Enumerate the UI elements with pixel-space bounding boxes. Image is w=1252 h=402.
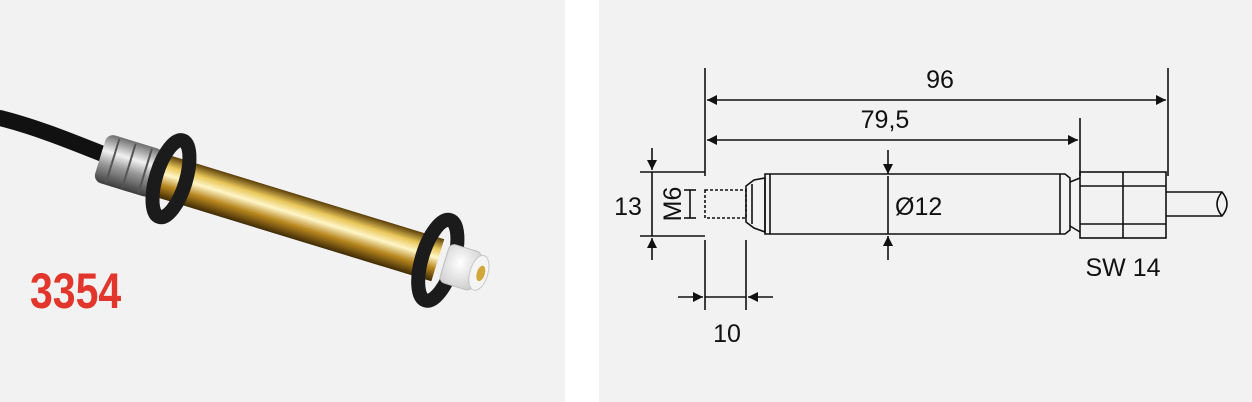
cable-outline bbox=[1166, 191, 1228, 217]
label-10: 10 bbox=[713, 320, 741, 348]
product-photo bbox=[0, 110, 490, 308]
o-ring-rear bbox=[145, 133, 197, 225]
label-79-5: 79,5 bbox=[861, 106, 910, 134]
label-wrench-size: SW 14 bbox=[1085, 254, 1160, 282]
label-diameter: Ø12 bbox=[895, 193, 942, 221]
sensor-body bbox=[764, 173, 1071, 235]
label-96: 96 bbox=[926, 66, 954, 94]
technical-drawing-panel bbox=[599, 0, 1252, 402]
brass-body bbox=[149, 152, 445, 282]
front-neck bbox=[745, 177, 766, 234]
product-code: 3354 bbox=[30, 263, 122, 319]
contact-pin bbox=[476, 265, 486, 282]
label-13: 13 bbox=[614, 193, 642, 221]
threaded-stud bbox=[704, 189, 747, 219]
label-m6: M6 bbox=[659, 187, 687, 222]
